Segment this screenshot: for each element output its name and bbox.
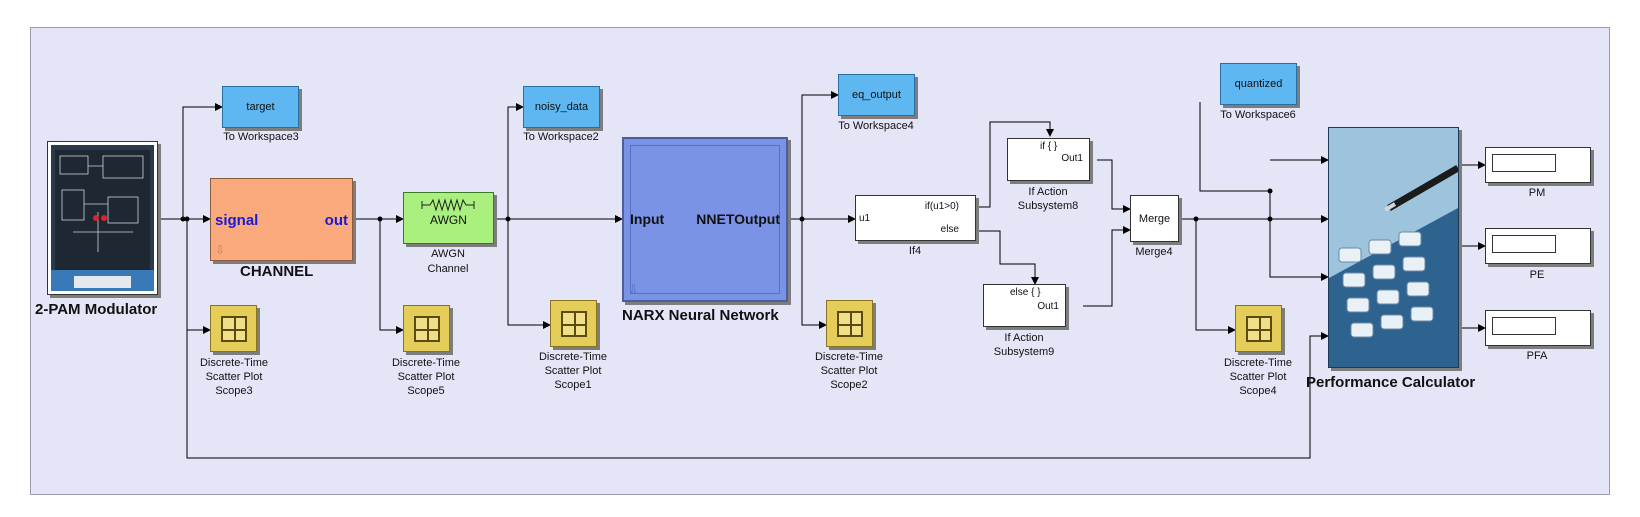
if-action-subsystem8-block[interactable]: if { } Out1 [1007, 138, 1090, 181]
scope4-caption-1: Discrete-Time [1223, 357, 1293, 369]
narx-input-port: Input [630, 211, 665, 227]
awgn-noise-icon [421, 198, 475, 212]
scope-grid-icon [836, 310, 863, 337]
scope5-caption-2: Scatter Plot [397, 371, 455, 383]
if-action8-caption-2: Subsystem8 [1017, 200, 1079, 212]
scope-grid-icon [1245, 315, 1272, 342]
narx-label: NARX Neural Network [622, 307, 779, 324]
channel-label: CHANNEL [240, 263, 314, 280]
quantized-workspace-caption: To Workspace6 [1220, 109, 1296, 121]
scatter-plot-scope2-block[interactable] [826, 300, 873, 347]
scope2-caption-3: Scope2 [830, 379, 868, 391]
channel-block[interactable]: signal out ⇩ [210, 178, 353, 261]
merge-caption: Merge4 [1135, 246, 1173, 258]
if4-input-port: u1 [859, 213, 871, 224]
eq-output-workspace-caption: To Workspace4 [838, 120, 914, 132]
if-action8-caption-1: If Action [1028, 186, 1068, 198]
pfa-caption: PFA [1526, 350, 1548, 362]
scope2-caption-1: Discrete-Time [814, 351, 884, 363]
channel-out-port: out [324, 212, 348, 229]
noisy-data-workspace-caption: To Workspace2 [523, 131, 599, 143]
merge-text: Merge [1138, 212, 1171, 225]
scope1-caption-3: Scope1 [554, 379, 592, 391]
modulator-block[interactable] [47, 141, 158, 295]
scope4-caption-3: Scope4 [1239, 385, 1277, 397]
if4-block[interactable]: u1 if(u1>0) else [855, 195, 976, 241]
awgn-caption-2: Channel [427, 263, 469, 275]
scope3-caption-3: Scope3 [215, 385, 253, 397]
modulator-label: 2-PAM Modulator [35, 301, 158, 318]
performance-calculator-block[interactable] [1328, 127, 1459, 368]
scope-grid-icon [413, 315, 440, 342]
mask-arrow-icon: ⇩ [215, 243, 226, 257]
pe-display-field [1492, 235, 1556, 253]
pe-caption: PE [1529, 269, 1545, 281]
scope1-caption-2: Scatter Plot [544, 365, 602, 377]
scope-grid-icon [220, 315, 247, 342]
awgn-caption-1: AWGN [431, 248, 465, 260]
pm-caption: PM [1528, 187, 1546, 199]
pm-display-block[interactable] [1485, 147, 1591, 183]
mask-arrow-icon: ⇩ [628, 282, 639, 297]
target-workspace-caption: To Workspace3 [223, 131, 299, 143]
pm-display-field [1492, 154, 1556, 172]
scope-grid-icon [560, 310, 587, 337]
scope5-caption-3: Scope5 [407, 385, 445, 397]
awgn-text: AWGN [430, 213, 467, 227]
if-action8-trigger-port: if { } [1040, 141, 1058, 152]
pfa-display-field [1492, 317, 1556, 335]
performance-calculator-label: Performance Calculator [1306, 374, 1476, 391]
if4-condition-port: if(u1>0) [924, 201, 959, 212]
scope3-caption-1: Discrete-Time [199, 357, 269, 369]
scatter-plot-scope1-block[interactable] [550, 300, 597, 347]
narx-bevel [630, 145, 780, 294]
eq-output-workspace-block[interactable]: eq_output [838, 74, 915, 116]
scope2-caption-2: Scatter Plot [820, 365, 878, 377]
pe-display-block[interactable] [1485, 228, 1591, 264]
scope3-caption-2: Scatter Plot [205, 371, 263, 383]
if-action-subsystem9-block[interactable]: else { } Out1 [983, 284, 1066, 327]
awgn-block[interactable]: AWGN [403, 192, 494, 244]
quantized-workspace-block[interactable]: quantized [1220, 63, 1297, 105]
noisy-data-workspace-block[interactable]: noisy_data [523, 86, 600, 128]
scope5-caption-1: Discrete-Time [391, 357, 461, 369]
if-action9-trigger-port: else { } [1010, 287, 1041, 298]
scatter-plot-scope4-block[interactable] [1235, 305, 1282, 352]
if-action8-out-port: Out1 [1061, 153, 1083, 164]
pfa-display-block[interactable] [1485, 310, 1591, 346]
channel-signal-port: signal [215, 212, 259, 229]
narx-output-port: NNETOutput [696, 211, 780, 227]
scope4-caption-2: Scatter Plot [1229, 371, 1287, 383]
if-action9-caption-2: Subsystem9 [993, 346, 1055, 358]
scatter-plot-scope5-block[interactable] [403, 305, 450, 352]
if-action9-caption-1: If Action [1004, 332, 1044, 344]
calculator-image [1329, 128, 1458, 367]
merge-block[interactable]: Merge [1130, 195, 1179, 242]
if-action9-out-port: Out1 [1037, 301, 1059, 312]
if4-caption: If4 [908, 245, 922, 257]
modulator-board-image [51, 145, 154, 291]
if4-else-port: else [940, 224, 959, 235]
narx-neural-network-block[interactable]: Input NNETOutput ⇩ [622, 137, 788, 302]
scope1-caption-1: Discrete-Time [538, 351, 608, 363]
target-workspace-block[interactable]: target [222, 86, 299, 128]
scatter-plot-scope3-block[interactable] [210, 305, 257, 352]
